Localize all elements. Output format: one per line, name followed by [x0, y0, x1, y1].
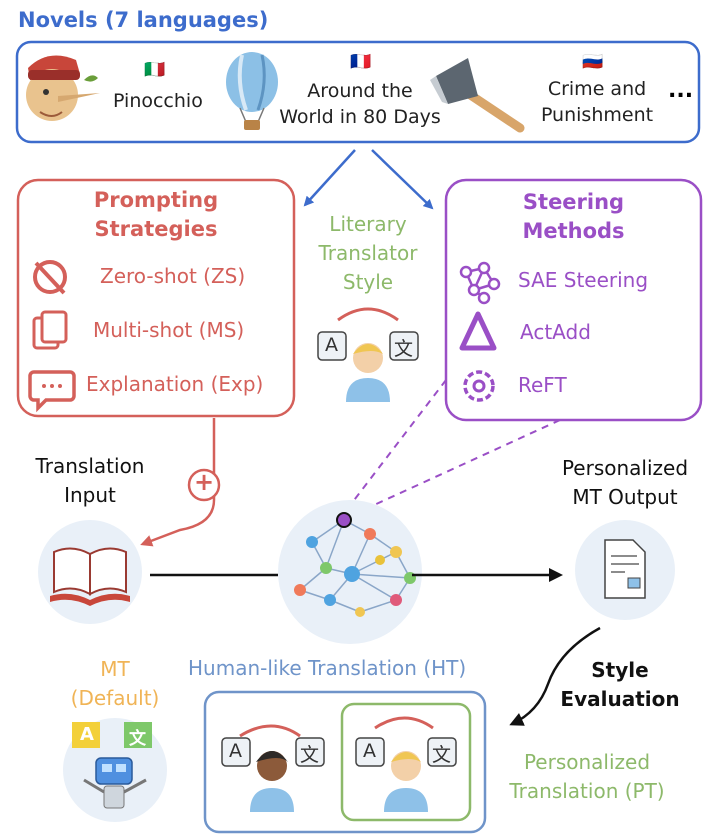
translator-person-icon [317, 307, 419, 402]
plus-sign: + [194, 468, 215, 496]
reft-label: ReFT [518, 373, 567, 397]
network-icon [459, 261, 501, 305]
translation-input-label: Translation Input [35, 454, 145, 507]
hot-air-balloon-icon [226, 52, 278, 130]
cjk-glyph-pt: 文 [432, 744, 452, 766]
cjk-glyph-robot: 文 [129, 729, 146, 749]
steering-methods-box [444, 178, 703, 422]
latin-glyph-robot: A [80, 724, 94, 745]
delta-icon [459, 311, 497, 351]
prompting-strategies-box [16, 178, 296, 418]
neural-network-icon [278, 500, 422, 644]
speech-bubble-icon [28, 370, 76, 413]
arrow-to-steering [371, 149, 434, 210]
cjk-glyph-1: 文 [394, 338, 414, 360]
plus-circle [187, 468, 221, 502]
robot-icon [63, 718, 167, 822]
latin-glyph-pt: A [363, 740, 376, 762]
prompt-to-input-arrow [140, 418, 216, 547]
steering-title: Steering Methods [522, 190, 625, 243]
novels-title: Novels (7 languages) [18, 8, 269, 32]
multi-shot-label: Multi-shot (MS) [93, 318, 245, 342]
dashed-steering-line-1 [344, 379, 447, 513]
document-icon [575, 520, 675, 620]
no-entry-icon [33, 260, 67, 295]
axe-icon [430, 58, 525, 133]
cjk-glyph-ht: 文 [300, 744, 320, 766]
flag-france-icon: 🇫🇷 [350, 52, 372, 72]
novel-around-the-world: Around the World in 80 Days [279, 80, 441, 128]
zero-shot-label: Zero-shot (ZS) [100, 264, 246, 288]
mt-default-label: MT (Default) [70, 657, 160, 710]
personalized-translator-icon [355, 716, 457, 812]
flag-russia-icon: 🇷🇺 [582, 52, 604, 72]
more-novels-ellipsis: ... [668, 78, 694, 103]
style-evaluation-label: Style Evaluation [560, 658, 680, 711]
pt-label: Personalized Translation (PT) [509, 750, 665, 803]
novel-pinocchio: Pinocchio [113, 90, 203, 112]
gear-icon [463, 370, 495, 402]
sae-steering-label: SAE Steering [518, 268, 649, 292]
pinocchio-icon [26, 55, 100, 121]
dashed-steering-line-2 [349, 419, 561, 517]
book-icon [38, 520, 142, 624]
ht-label: Human-like Translation (HT) [188, 656, 467, 680]
novel-crime-and-punishment: Crime and Punishment [540, 78, 654, 126]
prompting-title: Prompting Strategies [93, 188, 219, 241]
flag-italy-icon: 🇮🇹 [144, 60, 166, 80]
latin-glyph-1: A [325, 334, 338, 356]
human-translator-icon [221, 724, 325, 812]
latin-glyph-ht: A [229, 740, 242, 762]
stacked-pages-icon [32, 310, 68, 350]
style-evaluation-arrow [509, 626, 601, 726]
actadd-label: ActAdd [520, 320, 591, 344]
explanation-label: Explanation (Exp) [86, 372, 264, 396]
literary-translator-label: Literary Translator Style [318, 212, 418, 294]
arrow-to-prompting [303, 149, 356, 207]
personalized-output-label: Personalized MT Output [561, 456, 689, 509]
novels-box [15, 40, 701, 144]
